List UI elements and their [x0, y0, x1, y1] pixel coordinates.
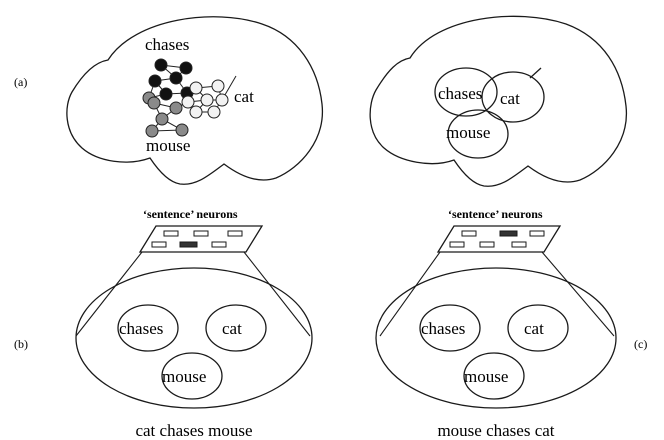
word-chases-right-a: chases	[438, 84, 482, 103]
panel-label-b: (b)	[14, 337, 28, 351]
word-cat-right-a: cat	[500, 89, 520, 108]
sentence-panel-left: ‘sentence’ neurons chases cat mouse cat …	[75, 207, 313, 440]
assembly-chases-right-b	[419, 304, 481, 352]
caption-left: cat chases mouse	[135, 421, 252, 440]
active-cell-right	[499, 230, 518, 237]
cone-line-left-b	[243, 251, 311, 337]
cat-connector-right	[529, 67, 542, 79]
brain-right: chases cat mouse	[369, 15, 628, 187]
chases-neurons-left	[148, 58, 194, 101]
active-cell-left	[179, 241, 198, 248]
mouse-neurons-left	[142, 91, 189, 138]
word-mouse-right-b: mouse	[464, 367, 508, 386]
brain-region-right	[375, 267, 617, 409]
brain-region-left	[75, 267, 313, 409]
word-mouse-right-a: mouse	[446, 123, 490, 142]
word-chases-right-b: chases	[421, 319, 465, 338]
cone-line-left-a	[75, 251, 143, 337]
sentence-neurons-label-left: ‘sentence’ neurons	[143, 207, 238, 221]
cone-line-right-b	[541, 251, 615, 337]
sentence-cells-left	[151, 230, 243, 248]
brain-left: chases cat mouse	[66, 16, 324, 185]
assembly-cat-right	[481, 71, 545, 123]
word-cat-left-b: cat	[222, 319, 242, 338]
cone-line-right-a	[379, 251, 441, 337]
assembly-mouse-left-b	[161, 352, 223, 400]
sentence-neurons-label-right: ‘sentence’ neurons	[448, 207, 543, 221]
caption-right: mouse chases cat	[437, 421, 554, 440]
word-mouse-left-a: mouse	[146, 136, 190, 155]
assembly-cat-left-b	[205, 304, 267, 352]
panel-label-c: (c)	[634, 337, 647, 351]
sentence-cells-right	[449, 230, 545, 248]
sentence-neuron-grid-left	[138, 225, 264, 253]
word-chases-left-b: chases	[119, 319, 163, 338]
word-chases-left-a: chases	[145, 35, 189, 54]
panel-label-a: (a)	[14, 75, 27, 89]
assembly-chases-left-b	[117, 304, 179, 352]
word-cat-left-a: cat	[234, 87, 254, 106]
brain-outline-right	[369, 15, 628, 187]
assembly-cat-right-b	[507, 304, 569, 352]
word-mouse-left-b: mouse	[162, 367, 206, 386]
brain-outline-left	[66, 16, 324, 185]
cat-neurons-left	[181, 79, 229, 119]
word-cat-right-b: cat	[524, 319, 544, 338]
assembly-mouse-right	[447, 109, 509, 159]
assembly-chases-right	[434, 67, 498, 117]
assembly-mouse-right-b	[463, 352, 525, 400]
sentence-panel-right: ‘sentence’ neurons chases cat mouse mous…	[375, 207, 617, 440]
sentence-neuron-grid-right	[436, 225, 562, 253]
